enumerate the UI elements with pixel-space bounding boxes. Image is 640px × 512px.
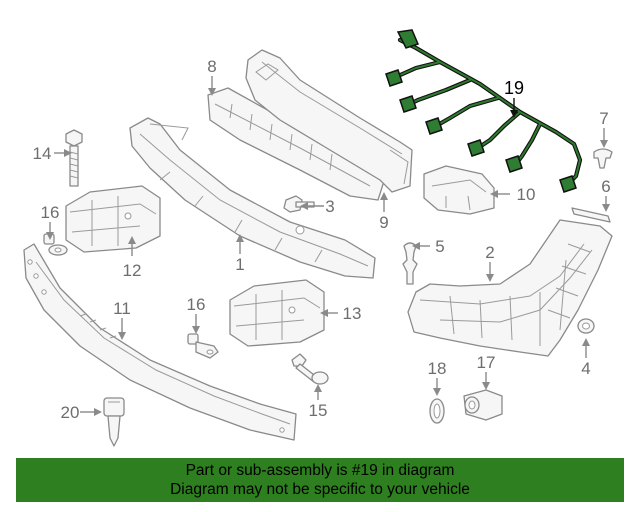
part-1-reinforcement	[129, 117, 376, 279]
callout-5: 5	[435, 237, 444, 256]
callout-17: 17	[477, 353, 496, 372]
part-18-ring	[429, 398, 445, 424]
part-4-grommet	[577, 318, 595, 334]
part-17-sensor	[463, 389, 503, 421]
callout-18: 18	[428, 359, 447, 378]
callout-16a: 16	[41, 203, 60, 222]
callout-19: 19	[504, 78, 524, 98]
part-7-clip	[593, 148, 613, 169]
callout-16b: 16	[187, 295, 206, 314]
part-3-bolt	[283, 195, 315, 213]
callout-2: 2	[485, 243, 494, 262]
part-19-wiring-harness	[385, 29, 583, 193]
part-16b-washer	[187, 333, 219, 359]
callout-6: 6	[601, 177, 610, 196]
part-14-bolt	[65, 129, 83, 187]
parts-diagram: 8 19 7 14 6 3 10 16 9 5 2 1 12 16 11 13 …	[23, 29, 613, 447]
part-11-bumper-cover	[23, 243, 297, 441]
callout-12: 12	[123, 261, 142, 280]
callout-20: 20	[61, 403, 80, 422]
part-5-clip	[402, 242, 418, 285]
part-20-sensor	[103, 397, 125, 447]
callout-1: 1	[235, 255, 244, 274]
part-6-strip	[571, 207, 611, 223]
callout-labels: 8 19 7 14 6 3 10 16 9 5 2 1 12 16 11 13 …	[33, 57, 611, 422]
part-15-bolt	[291, 353, 329, 385]
info-banner: Part or sub-assembly is #19 in diagram D…	[16, 458, 624, 502]
callout-14: 14	[33, 144, 52, 163]
part-9-impact-bar	[245, 49, 413, 193]
part-13-bracket	[229, 279, 325, 347]
part-12-bracket	[65, 185, 161, 253]
banner-line-part-ref: Part or sub-assembly is #19 in diagram	[185, 462, 455, 479]
callout-3: 3	[325, 197, 334, 216]
callout-10: 10	[517, 185, 536, 204]
callout-9: 9	[379, 213, 388, 232]
callout-15: 15	[309, 401, 328, 420]
part-2-side-bracket	[407, 219, 613, 357]
callout-7: 7	[599, 109, 608, 128]
callout-8: 8	[207, 57, 216, 76]
banner-line-disclaimer: Diagram may not be specific to your vehi…	[170, 481, 470, 498]
part-10-sensor-bracket	[423, 165, 495, 215]
callout-11: 11	[113, 299, 131, 318]
part-16a-washer	[43, 233, 68, 256]
leader-lines	[46, 76, 610, 416]
callout-4: 4	[581, 359, 590, 378]
callout-13: 13	[343, 304, 362, 323]
